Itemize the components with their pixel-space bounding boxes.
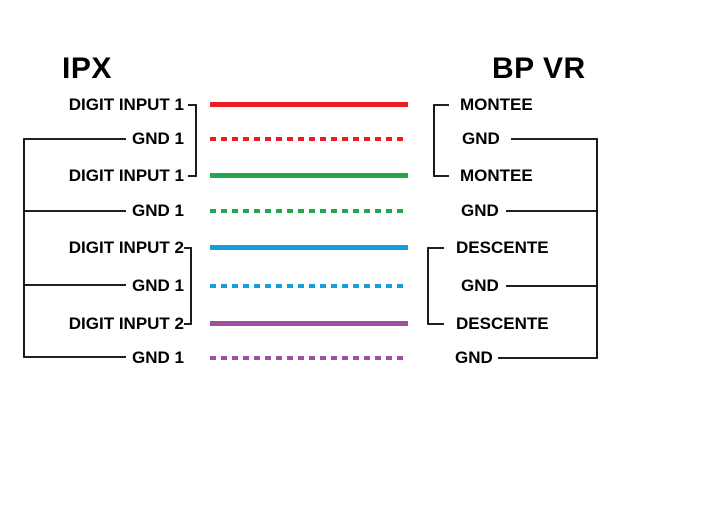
bpvr-montee-bracket (433, 104, 449, 177)
row-label-left: DIGIT INPUT 1 (68, 95, 184, 114)
wire-green-dashed (210, 209, 408, 213)
wire-green-solid (210, 173, 408, 178)
ipx-digit-input-2-bracket (184, 247, 192, 325)
ipx-gnd-bus (23, 138, 126, 358)
row-label-right: GND (461, 276, 499, 295)
row-label-right: DESCENTE (456, 238, 549, 257)
wire-red-solid (210, 102, 408, 107)
wire-red-dashed (210, 137, 408, 141)
ipx-digit-input-1-bracket (188, 104, 197, 177)
row-label-left: GND 1 (132, 276, 184, 295)
wire-purple-solid (210, 321, 408, 326)
row-label-left: GND 1 (132, 129, 184, 148)
device-title-bpvr: BP VR (492, 52, 586, 85)
row-label-right: GND (455, 348, 493, 367)
wire-blue-solid (210, 245, 408, 250)
row-label-left: GND 1 (132, 201, 184, 220)
row-label-left: DIGIT INPUT 1 (68, 166, 184, 185)
wire-blue-dashed (210, 284, 408, 288)
device-title-ipx: IPX (62, 52, 112, 85)
wire-purple-dashed (210, 356, 408, 360)
row-label-left: DIGIT INPUT 2 (68, 314, 184, 333)
row-label-right: GND (461, 201, 499, 220)
row-label-right: MONTEE (460, 166, 533, 185)
row-label-right: MONTEE (460, 95, 533, 114)
row-label-left: GND 1 (132, 348, 184, 367)
row-label-right: DESCENTE (456, 314, 549, 333)
bpvr-gnd-bus (498, 138, 598, 359)
row-label-right: GND (462, 129, 500, 148)
bpvr-descente-bracket (427, 247, 444, 325)
row-label-left: DIGIT INPUT 2 (68, 238, 184, 257)
